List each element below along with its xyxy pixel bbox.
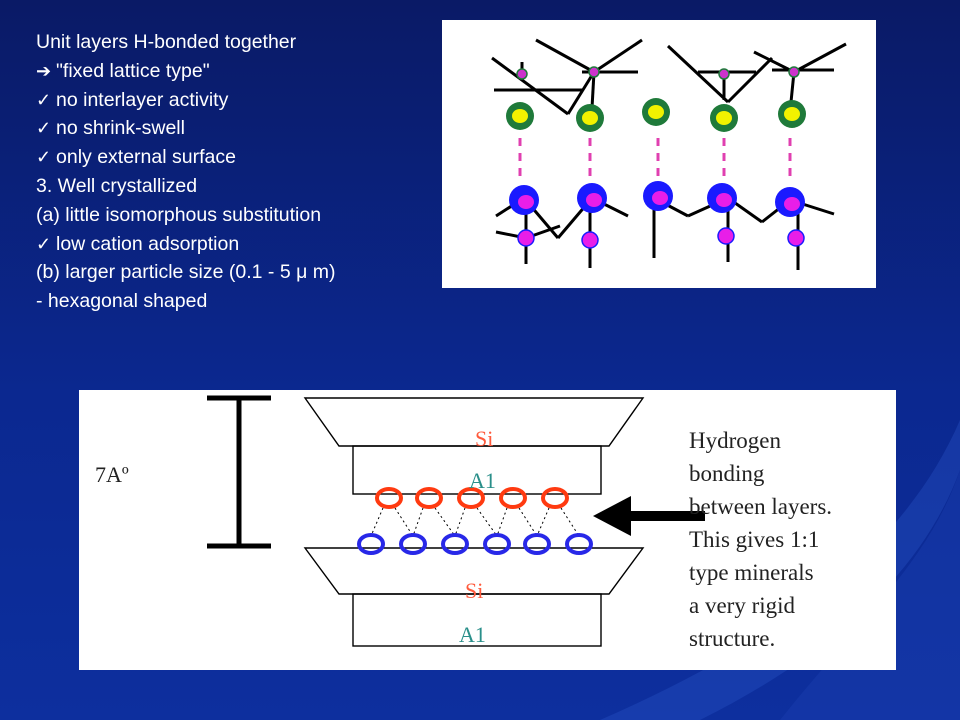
hydrogen-bond-dots — [476, 507, 498, 537]
small-node — [588, 66, 600, 78]
top-octahedral-sheet — [352, 445, 602, 495]
hydrogen-bond-dots — [496, 507, 508, 537]
yellow-core — [582, 111, 598, 125]
bottom-octahedral-sheet — [352, 593, 602, 647]
top-si-label: Si — [475, 426, 494, 451]
oxygen-ring — [565, 533, 593, 555]
yellow-core — [784, 107, 800, 121]
hydrogen-bond-dots — [394, 507, 414, 537]
text-line: Unit layers H-bonded together — [36, 31, 297, 53]
hydrogen-bond-dots — [560, 507, 580, 537]
bottom-al-label: A1 — [459, 622, 486, 647]
hydroxyl-ring — [499, 487, 527, 509]
top-tetrahedral-sheet — [303, 397, 645, 447]
text-line: ✓only external surface — [36, 143, 436, 172]
lattice-diagram — [442, 20, 876, 288]
arrow-icon: ➔ — [36, 60, 52, 81]
hydrogen-bond-group — [357, 487, 593, 555]
magenta-node — [517, 229, 535, 247]
small-node — [516, 68, 528, 80]
bond-line — [726, 56, 774, 104]
hydrogen-bond-dots — [434, 507, 456, 537]
bottom-si-label: Si — [465, 578, 484, 603]
hydrogen-bond-dots — [454, 507, 466, 537]
bullet-text: Unit layers H-bonded together ➔"fixed la… — [36, 28, 436, 316]
hydroxyl-ring — [457, 487, 485, 509]
small-node — [718, 68, 730, 80]
bottom-tetrahedral-sheet — [303, 547, 645, 595]
bond-line — [593, 38, 643, 74]
hydrogen-bond-dots — [370, 507, 384, 537]
bond-line — [666, 44, 730, 104]
check-icon: ✓ — [36, 233, 52, 254]
lattice-svg — [491, 38, 847, 270]
text-line: 3. Well crystallized — [36, 174, 198, 197]
oxygen-ring — [399, 533, 427, 555]
bond-line — [793, 42, 847, 74]
magenta-core — [518, 195, 534, 209]
magenta-node — [717, 227, 735, 245]
layer-svg — [207, 395, 705, 647]
arrow-left-icon — [593, 496, 705, 536]
small-node — [788, 66, 800, 78]
check-icon: ✓ — [36, 147, 52, 168]
check-icon: ✓ — [36, 89, 52, 110]
magenta-node — [581, 231, 599, 249]
layer-structure-diagram: 7Aº Si A1 Si A1 Hydrogen bonding between… — [79, 390, 896, 670]
hydrogen-bonding-caption: Hydrogen bonding between layers. This gi… — [689, 428, 833, 651]
check-icon: ✓ — [36, 118, 52, 139]
hydroxyl-ring — [375, 487, 403, 509]
text-line: ✓no interlayer activity — [36, 86, 436, 115]
bond-line — [535, 38, 595, 74]
bond-line — [590, 71, 596, 109]
hydrogen-bond-dots — [536, 507, 550, 537]
magenta-core — [652, 191, 668, 205]
hydroxyl-ring — [415, 487, 443, 509]
text-line: ✓no shrink-swell — [36, 114, 436, 143]
text-line: ➔"fixed lattice type" — [36, 57, 436, 86]
text-line: (b) larger particle size (0.1 - 5 μ m) — [36, 261, 336, 284]
yellow-core — [648, 105, 664, 119]
magenta-core — [784, 197, 800, 211]
bond-line — [566, 71, 596, 115]
hydrogen-bond-dots — [412, 507, 424, 537]
text-line: ✓low cation adsorption — [36, 230, 436, 259]
oxygen-ring — [523, 533, 551, 555]
oxygen-ring — [357, 533, 385, 555]
oxygen-ring — [483, 533, 511, 555]
magenta-core — [586, 193, 602, 207]
bond-line — [491, 56, 569, 116]
text-line: (a) little isomorphous substitution — [36, 203, 322, 226]
hydroxyl-ring — [541, 487, 569, 509]
text-line: - hexagonal shaped — [36, 290, 208, 313]
magenta-core — [716, 193, 732, 207]
magenta-node — [787, 229, 805, 247]
top-al-label: A1 — [469, 468, 496, 493]
yellow-core — [716, 111, 732, 125]
hydrogen-bond-dots — [518, 507, 538, 537]
oxygen-ring — [441, 533, 469, 555]
dimension-label: 7Aº — [95, 462, 129, 487]
yellow-core — [512, 109, 528, 123]
